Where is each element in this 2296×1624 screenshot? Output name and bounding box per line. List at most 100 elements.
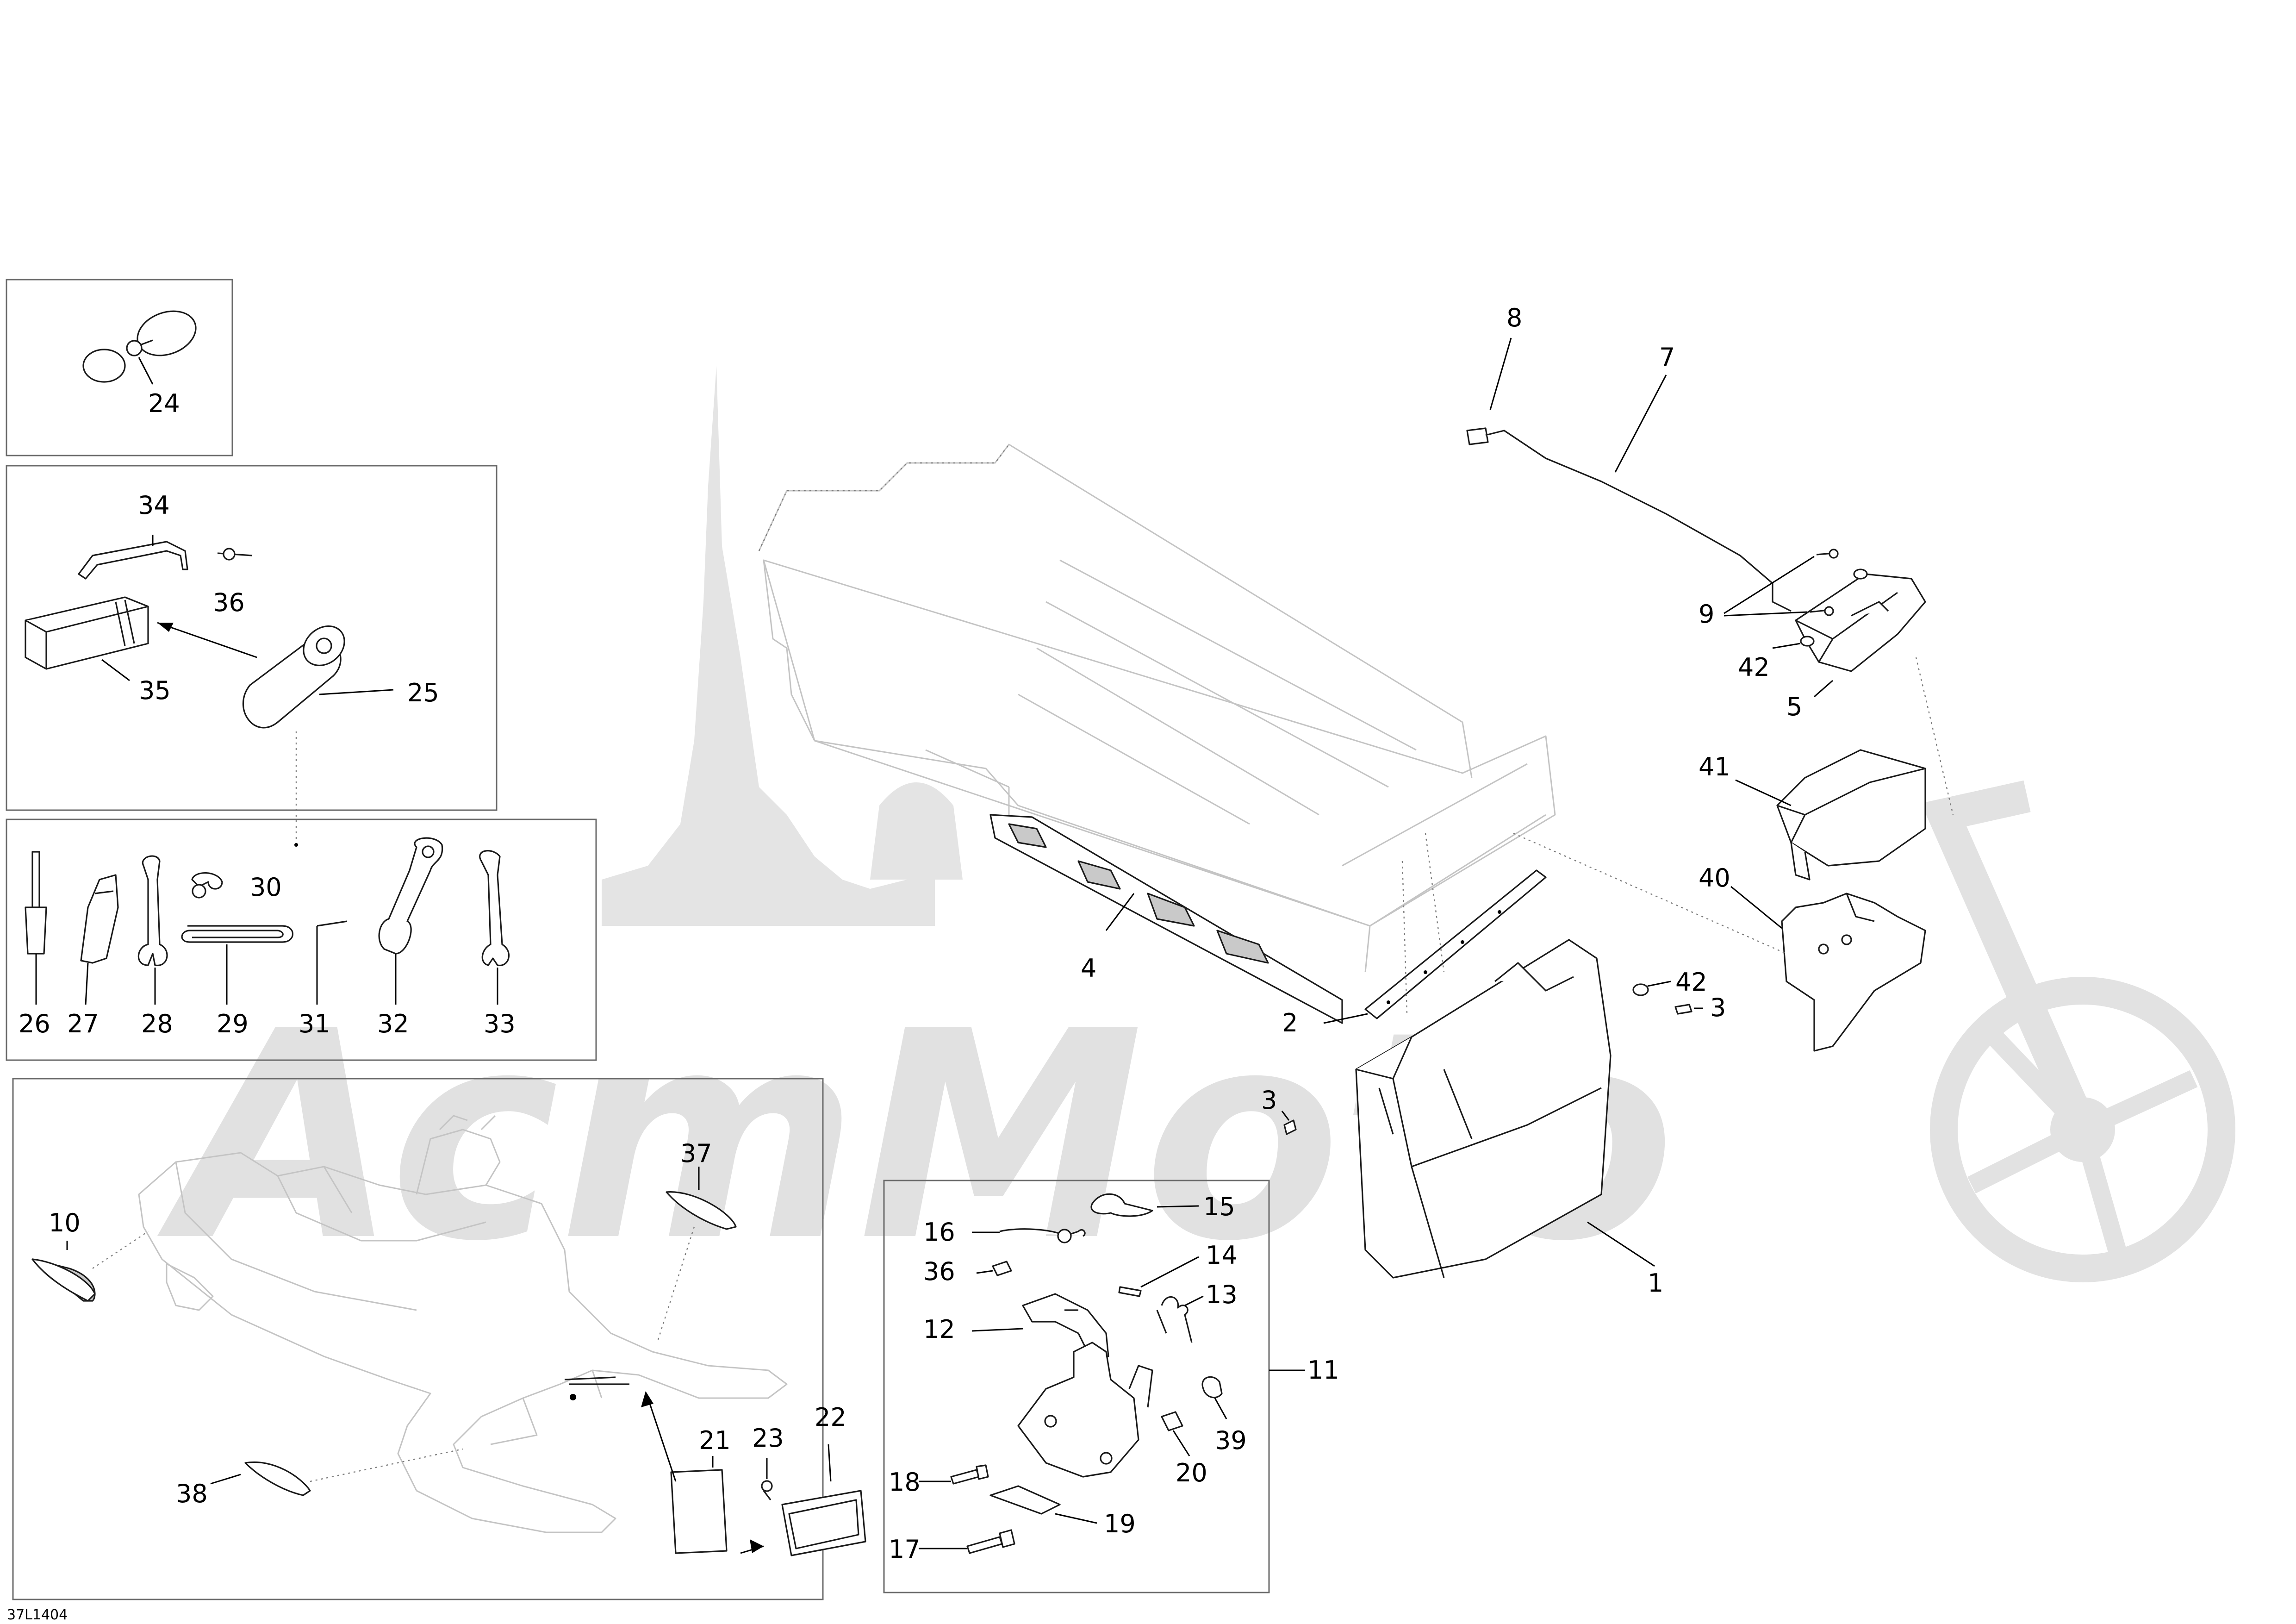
part-32-spanner (378, 837, 443, 1005)
callout-26: 26 (19, 1009, 50, 1038)
part-23-screw (761, 1458, 773, 1500)
snowmobile-ghost (138, 1115, 788, 1533)
callout-15: 15 (1203, 1192, 1235, 1221)
box-toolkit-group (6, 465, 498, 811)
callout-28: 28 (141, 1009, 173, 1038)
part-36-nut (976, 1261, 1012, 1276)
callout-40: 40 (1699, 863, 1730, 893)
part-19-plate (989, 1485, 1097, 1524)
callout-10: 10 (49, 1208, 81, 1237)
callout-12: 12 (923, 1315, 955, 1344)
part-21-card (670, 1456, 764, 1554)
callout-3: 3 (1710, 993, 1726, 1022)
callout-34: 34 (138, 491, 170, 520)
callout-14: 14 (1206, 1241, 1238, 1270)
part-7-wire-harness (1485, 375, 1792, 612)
part-34-bracket (78, 535, 188, 580)
box-tools-group (6, 818, 597, 1061)
part-17-bolt (919, 1529, 1015, 1554)
part-41-light-housing (1735, 749, 1926, 881)
watermark-spire (602, 366, 935, 926)
callout-11: 11 (1307, 1355, 1339, 1385)
callout-29: 29 (217, 1009, 249, 1038)
part-8-connector (1466, 337, 1512, 445)
callout-19: 19 (1104, 1509, 1136, 1538)
callout-36: 36 (923, 1257, 955, 1286)
watermark-dome (870, 782, 963, 880)
callout-labels: 1 2 3 3 4 5 7 8 9 10 11 12 13 14 15 16 1… (19, 303, 1802, 1564)
part-40-mount-bracket (1730, 886, 1926, 1052)
callout-38: 38 (176, 1479, 208, 1508)
part-37-decal-right (656, 1167, 737, 1343)
callout-1: 1 (1648, 1268, 1663, 1298)
part-18-bolt (919, 1464, 989, 1485)
part-24-mirror (82, 310, 197, 385)
part-29-band (181, 925, 294, 1005)
part-5-tail-light (1795, 573, 1926, 698)
part-15-pin (1090, 1193, 1199, 1217)
callout-13: 13 (1206, 1280, 1238, 1309)
callout-27: 27 (67, 1009, 99, 1038)
callout-17: 17 (889, 1535, 921, 1564)
dotted-assembly-lines (1401, 657, 1954, 1014)
callout-24: 24 (148, 389, 180, 418)
callout-9: 9 (1699, 600, 1714, 629)
part-39-cap (1201, 1376, 1227, 1419)
part-26-screwdriver (25, 851, 47, 1005)
callout-37: 37 (680, 1139, 712, 1168)
box-hitch-group (883, 1180, 1270, 1593)
callout-18: 18 (889, 1468, 921, 1497)
callout-7: 7 (1659, 343, 1675, 372)
part-13-spring (1156, 1295, 1204, 1343)
part-36-screw-top (217, 548, 253, 561)
part-9-screws (1724, 549, 1839, 617)
part-38-decal-lower (210, 1448, 463, 1496)
tunnel-ghost (758, 443, 1556, 973)
box-snowmobile-decal-group (12, 1078, 824, 1600)
part-2-flap-rail (1323, 869, 1547, 1024)
part-25-fuel-filter (157, 622, 394, 847)
callout-33: 33 (484, 1009, 516, 1038)
callout-25: 25 (407, 678, 439, 707)
part-33-open-wrench (479, 850, 510, 1005)
callout-3: 3 (1261, 1086, 1277, 1115)
box-mirror-group (6, 279, 233, 456)
callout-16: 16 (923, 1218, 955, 1247)
callout-21: 21 (699, 1426, 731, 1455)
drawing-code: 37L1404 (7, 1607, 68, 1623)
part-30-clip (191, 872, 223, 899)
callout-42: 42 (1738, 653, 1770, 682)
part-27-spark-plug-socket (80, 874, 119, 1005)
part-28-wrench (137, 855, 168, 1005)
callout-22: 22 (815, 1403, 846, 1432)
part-22-card-holder (781, 1444, 866, 1556)
part-42-washer-mid (1632, 981, 1671, 996)
callout-31: 31 (299, 1009, 330, 1038)
part-1-snow-flap (1355, 939, 1655, 1279)
callout-4: 4 (1081, 954, 1096, 983)
callout-2: 2 (1282, 1008, 1298, 1037)
part-3-screw-right (1674, 1004, 1703, 1015)
part-14-pin (1118, 1256, 1199, 1297)
callout-35: 35 (139, 676, 171, 705)
part-20-nut (1161, 1411, 1190, 1456)
part-4-reflector-strip (989, 814, 1343, 1024)
callout-23: 23 (752, 1424, 784, 1453)
callout-8: 8 (1506, 303, 1522, 332)
callout-5: 5 (1786, 692, 1802, 721)
part-42-washer-top (1772, 568, 1868, 649)
callout-30: 30 (250, 873, 282, 902)
callout-36: 36 (213, 588, 245, 617)
part-11-hitch-bracket (1017, 1342, 1305, 1478)
part-31-rod (316, 920, 348, 1005)
callout-32: 32 (377, 1009, 409, 1038)
part-16-spring-clip (972, 1228, 1086, 1243)
callout-39: 39 (1215, 1426, 1247, 1455)
callout-20: 20 (1176, 1458, 1207, 1487)
arrow-card-to-sled (570, 1391, 677, 1482)
callout-41: 41 (1699, 752, 1730, 781)
part-10-decal-left (31, 1231, 149, 1302)
watermark-motorcycle-icon (1921, 780, 2235, 1282)
part-35-toolkit-bag (25, 596, 149, 681)
